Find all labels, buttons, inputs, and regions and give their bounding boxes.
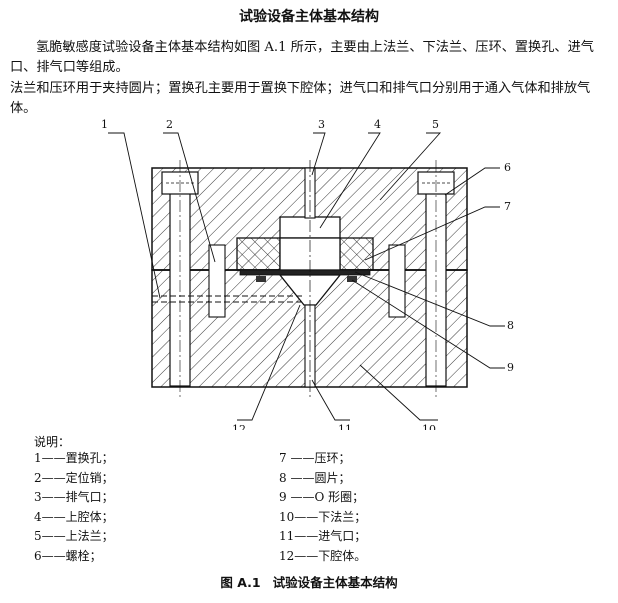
intro-paragraph: 氢脆敏感度试验设备主体基本结构如图 A.1 所示，主要由上法兰、下法兰、压环、置… [10,40,594,75]
callout-7: 7 [504,200,511,213]
section-title: 试验设备主体基本结构 [239,9,379,25]
callout-4: 4 [374,118,381,131]
legend-left-column: 1——置换孔； 2——定位销； 3——排气口； 4——上腔体； 5——上法兰； … [34,449,114,566]
callout-5: 5 [432,118,439,131]
legend-item: 11——进气口； [279,529,367,543]
callout-1: 1 [101,118,108,131]
o-ring [256,276,266,282]
locating-pin-right [388,244,406,318]
legend-item: 7 ——压环； [279,451,351,465]
callout-11: 11 [338,423,352,430]
figure-caption-text: 试验设备主体基本结构 [272,575,398,590]
callout-9: 9 [507,361,514,374]
callout-2: 2 [166,118,173,131]
legend-item: 9 ——O 形圈； [279,490,365,504]
legend-title: 说明： [34,435,71,449]
disc-specimen [239,269,371,276]
locating-pin-left [208,244,226,318]
callout-12: 12 [232,423,246,430]
legend-right-column: 7 ——压环； 8 ——圆片； 9 ——O 形圈； 10——下法兰； 11——进… [279,449,366,566]
figure-caption: 图 A.1 试验设备主体基本结构 [0,572,618,591]
legend-item: 8 ——圆片； [279,470,351,485]
callout-10: 10 [422,423,436,430]
legend-item: 2——定位销； [34,470,114,485]
equipment-structure-diagram: 1 2 3 4 5 6 7 8 9 10 11 12 [101,118,514,430]
callout-6: 6 [504,161,511,174]
legend-item: 6——螺栓； [34,548,102,563]
legend-item: 3——排气口； [34,490,114,504]
legend-item: 4——上腔体； [34,509,114,524]
figure-number: 图 A.1 [220,575,261,590]
legend-item: 5——上法兰； [34,529,114,543]
legend-item: 12——下腔体。 [279,548,367,563]
function-paragraph: 法兰和压环用于夹持圆片；置换孔主要用于置换下腔体；进气口和排气口分别用于通入气体… [10,81,591,116]
callout-8: 8 [507,319,514,332]
callout-3: 3 [318,118,325,131]
legend-item: 10——下法兰； [279,509,367,524]
legend-item: 1——置换孔； [34,451,114,465]
